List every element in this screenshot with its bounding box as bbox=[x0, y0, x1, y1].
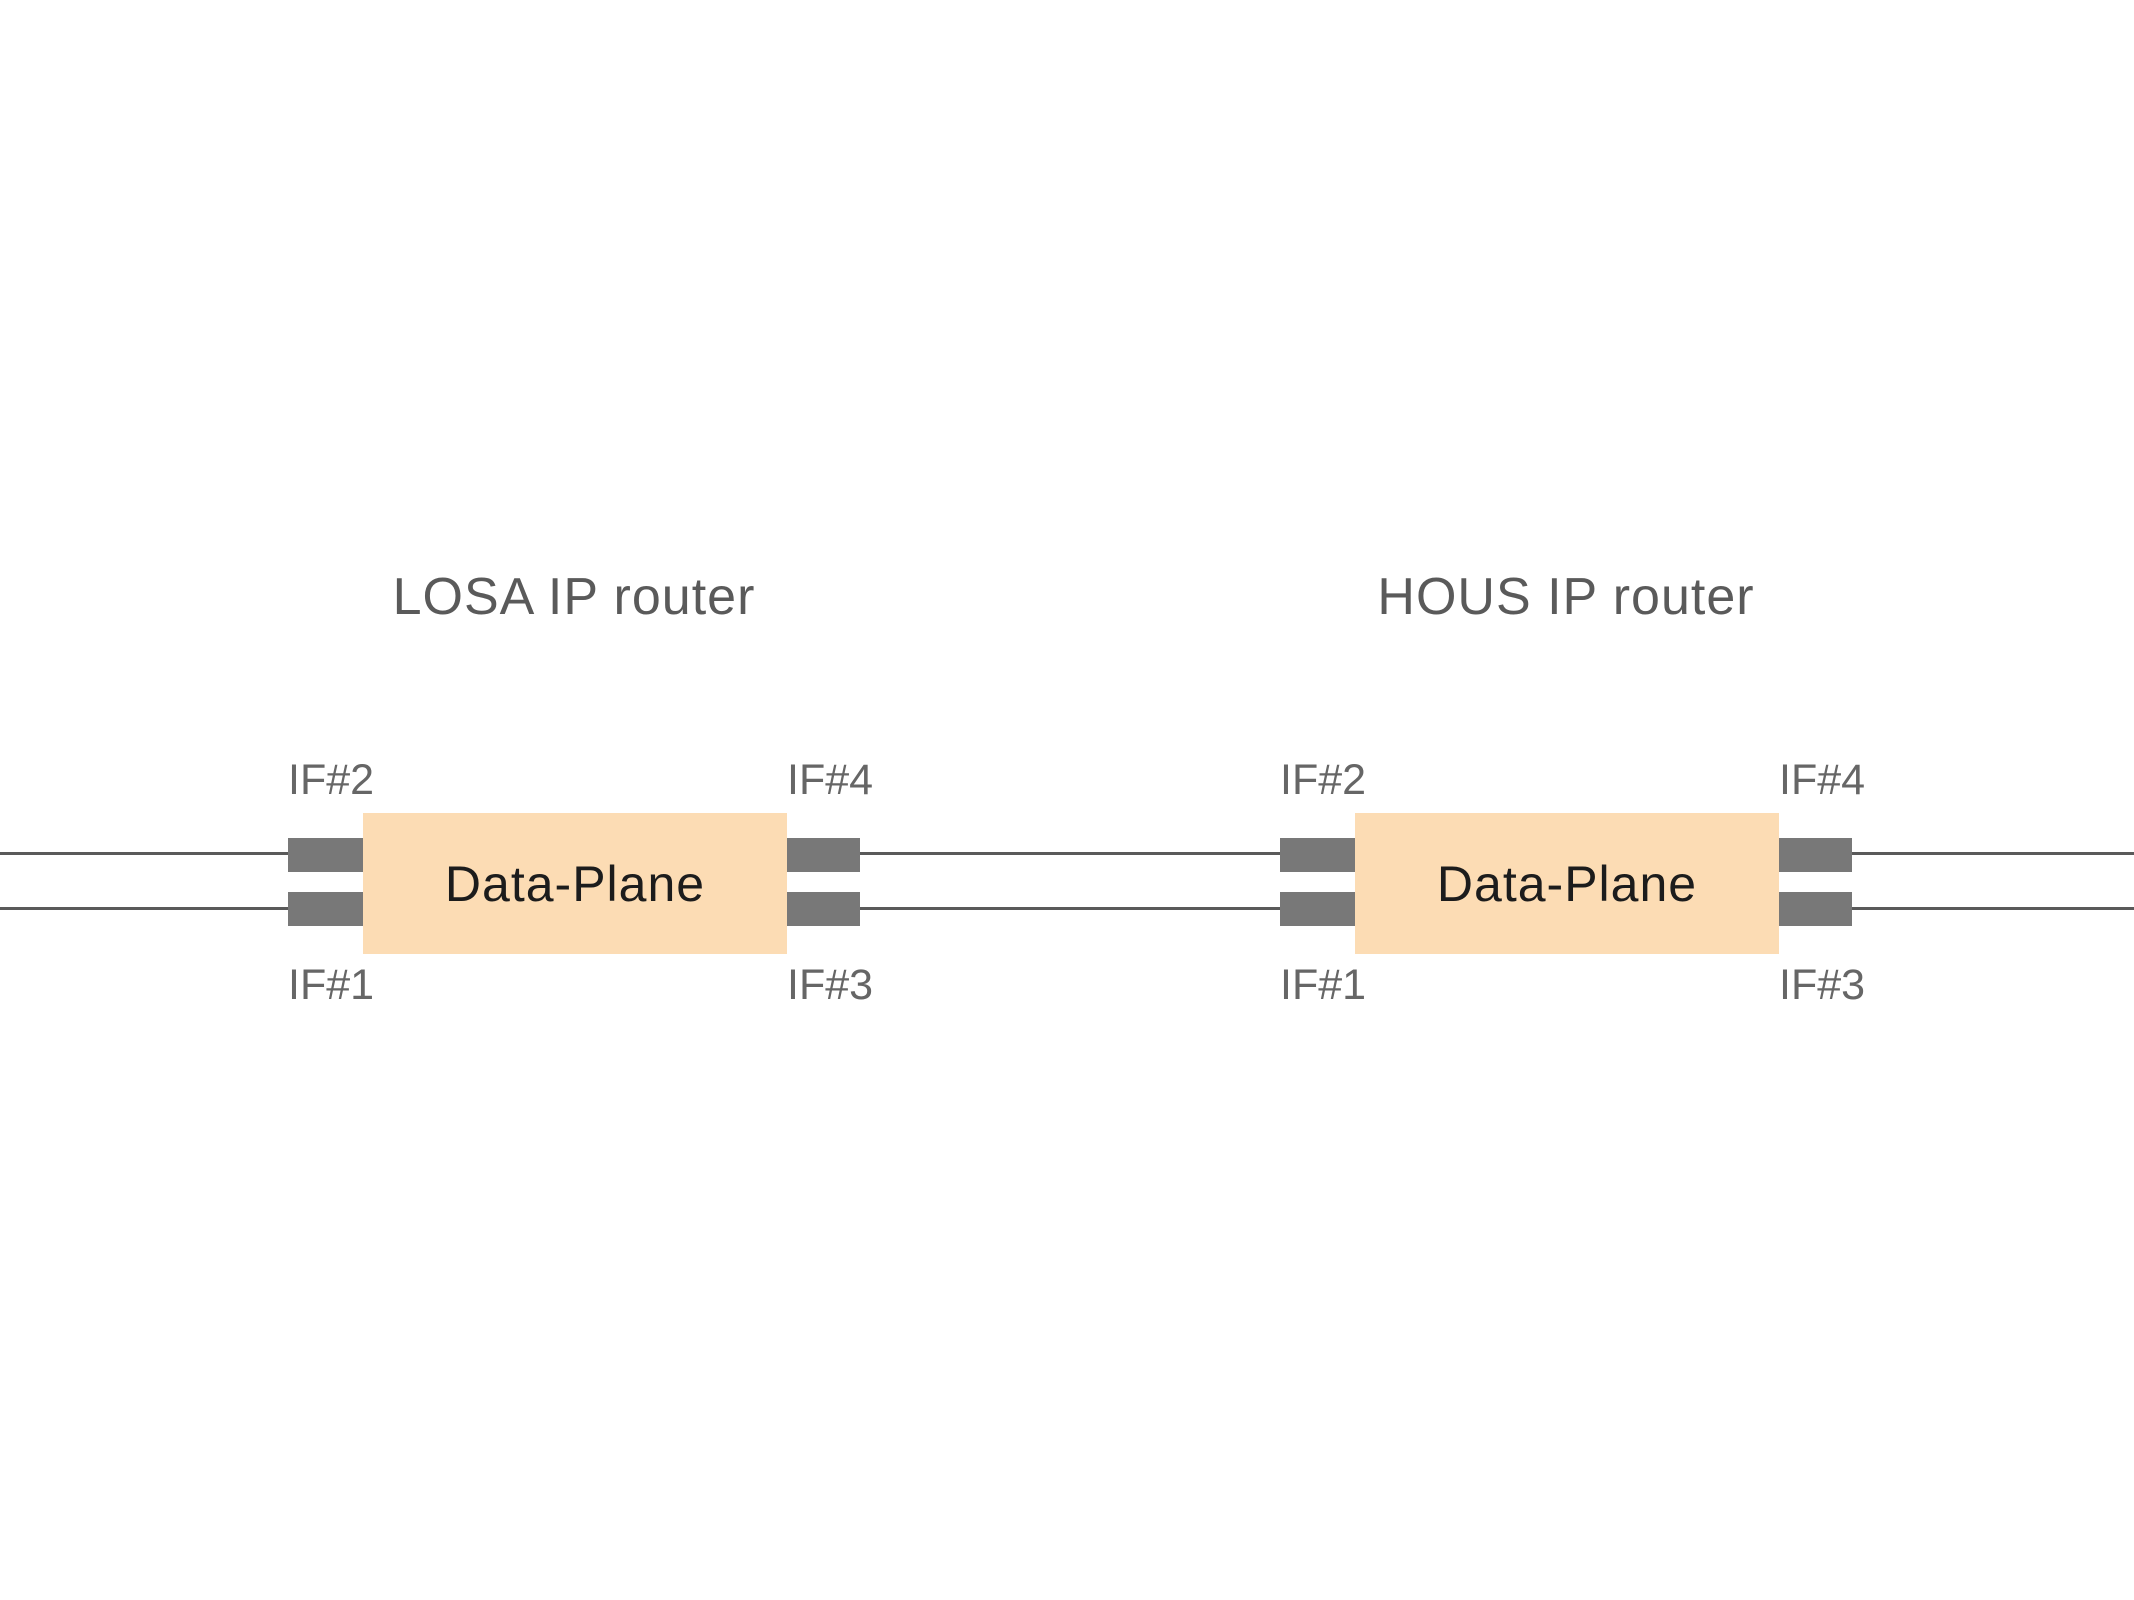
port-bar-if3 bbox=[1779, 892, 1852, 926]
data-plane-label: Data-Plane bbox=[1436, 855, 1698, 912]
port-bar-if1 bbox=[1280, 892, 1355, 926]
port-bar-if4 bbox=[787, 838, 860, 872]
port-bar-if4 bbox=[1779, 838, 1852, 872]
port-bar-if1 bbox=[288, 892, 363, 926]
interface-label-if3: IF#3 bbox=[1779, 961, 1866, 1009]
interface-label-if3: IF#3 bbox=[787, 961, 874, 1009]
router-losa: LOSA IP router IF#2 IF#4 Data-Plane IF#1… bbox=[288, 560, 873, 1060]
interface-label-if4: IF#4 bbox=[787, 756, 874, 804]
port-bar-if3 bbox=[787, 892, 860, 926]
data-plane-label: Data-Plane bbox=[444, 855, 706, 912]
interface-label-if4: IF#4 bbox=[1779, 756, 1866, 804]
data-plane-box: Data-Plane bbox=[363, 813, 787, 954]
upper-link-line bbox=[0, 852, 2134, 855]
interface-label-if1: IF#1 bbox=[1280, 961, 1367, 1009]
interface-label-if1: IF#1 bbox=[288, 961, 375, 1009]
interface-label-if2: IF#2 bbox=[288, 756, 375, 804]
router-title: LOSA IP router bbox=[392, 568, 756, 626]
router-title: HOUS IP router bbox=[1377, 568, 1755, 626]
interface-label-if2: IF#2 bbox=[1280, 756, 1367, 804]
port-bar-if2 bbox=[1280, 838, 1355, 872]
router-hous: HOUS IP router IF#2 IF#4 Data-Plane IF#1… bbox=[1280, 560, 1865, 1060]
lower-link-line bbox=[0, 907, 2134, 910]
data-plane-box: Data-Plane bbox=[1355, 813, 1779, 954]
port-bar-if2 bbox=[288, 838, 363, 872]
